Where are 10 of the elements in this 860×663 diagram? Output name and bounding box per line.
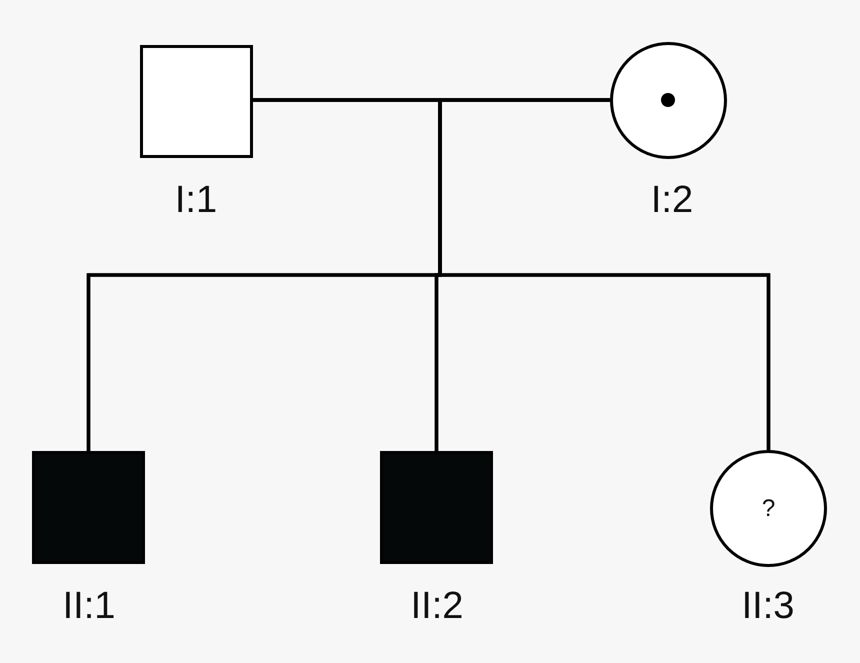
individual-label: I:2 [650,178,694,222]
individual-label: II:3 [742,584,794,628]
question-mark: ? [762,494,776,522]
affected-male-square [32,451,145,564]
affected-male-square [380,451,493,564]
descent-line [438,98,770,450]
individual-label: II:1 [62,584,116,628]
male-square [140,45,253,158]
individual-label: II:2 [410,584,464,628]
individual-label: I:1 [174,178,218,222]
